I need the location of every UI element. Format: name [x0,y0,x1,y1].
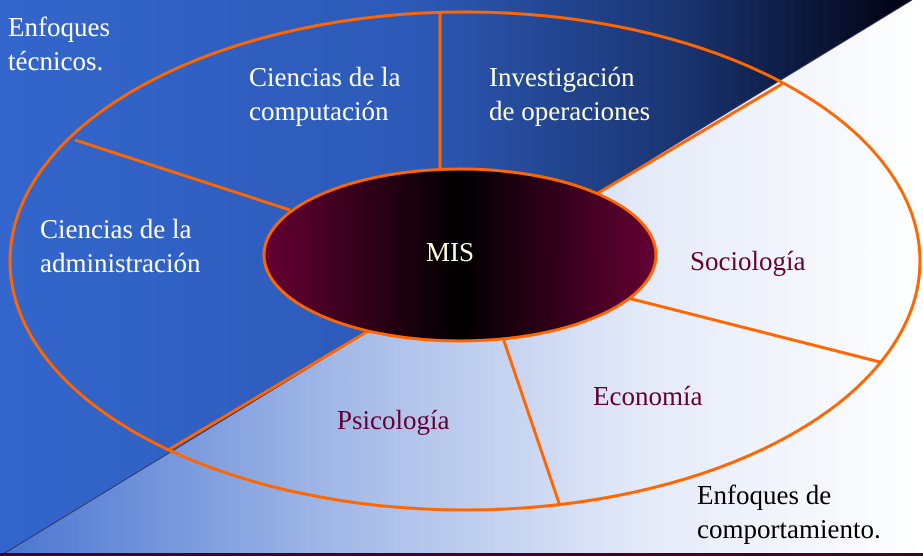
label-line: Ciencias de la [249,62,401,92]
segment-dividers [74,12,881,507]
segment-computer-science: Ciencias de la computación [249,60,400,128]
label-line: técnicos. [8,46,104,76]
segment-sociology: Sociología [690,246,806,276]
label-line: computación [249,96,389,126]
label-line: administración [40,248,201,278]
label-line: Enfoques de [697,480,832,510]
label-behavioral-approaches: Enfoques de comportamiento. [697,478,881,546]
segment-economics: Economía [593,381,703,411]
label-line: Enfoques [8,12,110,42]
label-line: Ciencias de la [40,214,192,244]
label-line: comportamiento. [697,514,881,544]
segment-operations-research: Investigación de operaciones [489,60,650,128]
bottom-border [0,553,923,556]
segment-psychology: Psicología [337,405,450,435]
label-line: de operaciones [489,96,651,126]
label-technical-approaches: Enfoques técnicos. [8,10,110,78]
outer-ring [8,10,922,512]
mis-core [262,167,658,343]
segment-management-science: Ciencias de la administración [40,212,200,280]
label-line: Investigación [489,62,635,92]
center-mis-label: MIS [426,237,475,267]
